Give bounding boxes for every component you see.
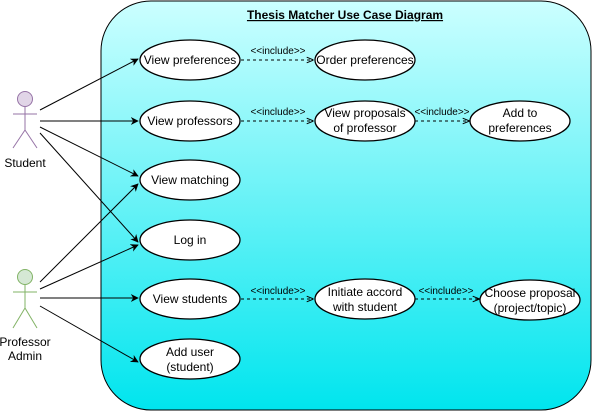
professor-label-line2: Admin: [8, 349, 42, 363]
use-case-label: View students: [153, 292, 228, 306]
assoc-professor-add-user: [39, 305, 139, 363]
include-label-4: <<include>>: [250, 286, 305, 297]
include-label-1: <<include>>: [250, 46, 305, 57]
use-case-label-line1: Choose proposal: [485, 286, 576, 300]
assoc-student-log-in: [39, 132, 139, 243]
use-case-label-line1: Add user: [166, 345, 214, 359]
assoc-professor-view-matching: [39, 183, 139, 283]
use-case-label-line1: Add to: [503, 106, 538, 120]
use-case-add-to-preferences[interactable]: Add to preferences: [469, 100, 571, 142]
assoc-student-view-preferences: [39, 58, 139, 111]
use-case-order-preferences[interactable]: Order preferences: [314, 39, 416, 81]
include-labels: <<include>> <<include>> <<include>> <<in…: [250, 46, 473, 297]
assoc-professor-log-in: [39, 244, 139, 290]
professor-head: [17, 269, 33, 285]
use-case-label: Order preferences: [316, 53, 413, 67]
professor-associations: [39, 183, 139, 363]
use-case-label: View professors: [147, 114, 232, 128]
include-label-2: <<include>>: [250, 107, 305, 118]
include-label-5: <<include>>: [418, 286, 473, 297]
use-case-log-in[interactable]: Log in: [139, 219, 241, 261]
use-case-initiate-accord[interactable]: Initiate accord with student: [314, 278, 416, 320]
use-case-label-line2: with student: [332, 300, 398, 314]
student-label: Student: [4, 156, 46, 170]
use-case-label: View matching: [151, 173, 229, 187]
use-case-view-preferences[interactable]: View preferences: [139, 39, 241, 81]
use-case-add-user[interactable]: Add user (student): [139, 338, 241, 380]
professor-leg-left: [12, 307, 26, 329]
use-case-label-line1: Initiate accord: [328, 285, 403, 299]
use-case-label-line2: (project/topic): [494, 301, 567, 315]
assoc-student-view-matching: [39, 126, 139, 177]
professor-leg-right: [24, 307, 38, 329]
use-case-label: Log in: [174, 233, 207, 247]
use-case-label-line2: of professor: [333, 121, 396, 135]
use-case-label-line1: View proposals: [324, 106, 405, 120]
use-case-view-students[interactable]: View students: [139, 278, 241, 320]
actor-professor-admin[interactable]: Professor Admin: [0, 269, 51, 364]
use-case-view-matching[interactable]: View matching: [139, 159, 241, 201]
student-head: [17, 91, 33, 107]
include-label-3: <<include>>: [414, 107, 469, 118]
use-case-label-line2: (student): [166, 360, 213, 374]
include-relations: [241, 60, 479, 299]
actor-student[interactable]: Student: [4, 91, 46, 171]
student-leg-right: [24, 129, 38, 149]
professor-label-line1: Professor: [0, 335, 51, 349]
student-associations: [39, 58, 139, 243]
student-leg-left: [12, 129, 26, 149]
use-case-view-proposals-of-professor[interactable]: View proposals of professor: [314, 100, 416, 142]
use-case-view-professors[interactable]: View professors: [139, 100, 241, 142]
use-case-label: View preferences: [144, 53, 237, 67]
diagram-title: Thesis Matcher Use Case Diagram: [247, 8, 443, 22]
use-case-choose-proposal[interactable]: Choose proposal (project/topic): [479, 279, 581, 321]
use-case-label-line2: preferences: [488, 121, 551, 135]
